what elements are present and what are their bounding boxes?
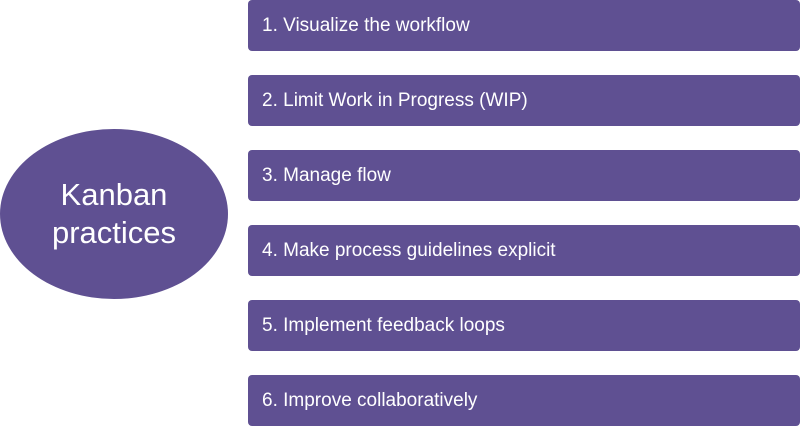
hub-label-line2: practices: [51, 215, 177, 250]
practice-bar-1: 1. Visualize the workflow: [248, 0, 800, 51]
practice-label: 2. Limit Work in Progress (WIP): [262, 89, 528, 111]
hub-label: Kanban practices: [24, 176, 204, 252]
hub-label-line1: Kanban: [60, 177, 168, 212]
practice-bar-6: 6. Improve collaboratively: [248, 375, 800, 426]
practice-bar-3: 3. Manage flow: [248, 150, 800, 201]
practice-label: 5. Implement feedback loops: [262, 314, 505, 336]
practice-bar-5: 5. Implement feedback loops: [248, 300, 800, 351]
kanban-practices-hub: Kanban practices: [0, 129, 228, 299]
practice-bar-2: 2. Limit Work in Progress (WIP): [248, 75, 800, 126]
practice-label: 1. Visualize the workflow: [262, 14, 470, 36]
practice-label: 4. Make process guidelines explicit: [262, 239, 556, 261]
practice-bar-4: 4. Make process guidelines explicit: [248, 225, 800, 276]
practice-label: 6. Improve collaboratively: [262, 389, 478, 411]
practice-label: 3. Manage flow: [262, 164, 391, 186]
